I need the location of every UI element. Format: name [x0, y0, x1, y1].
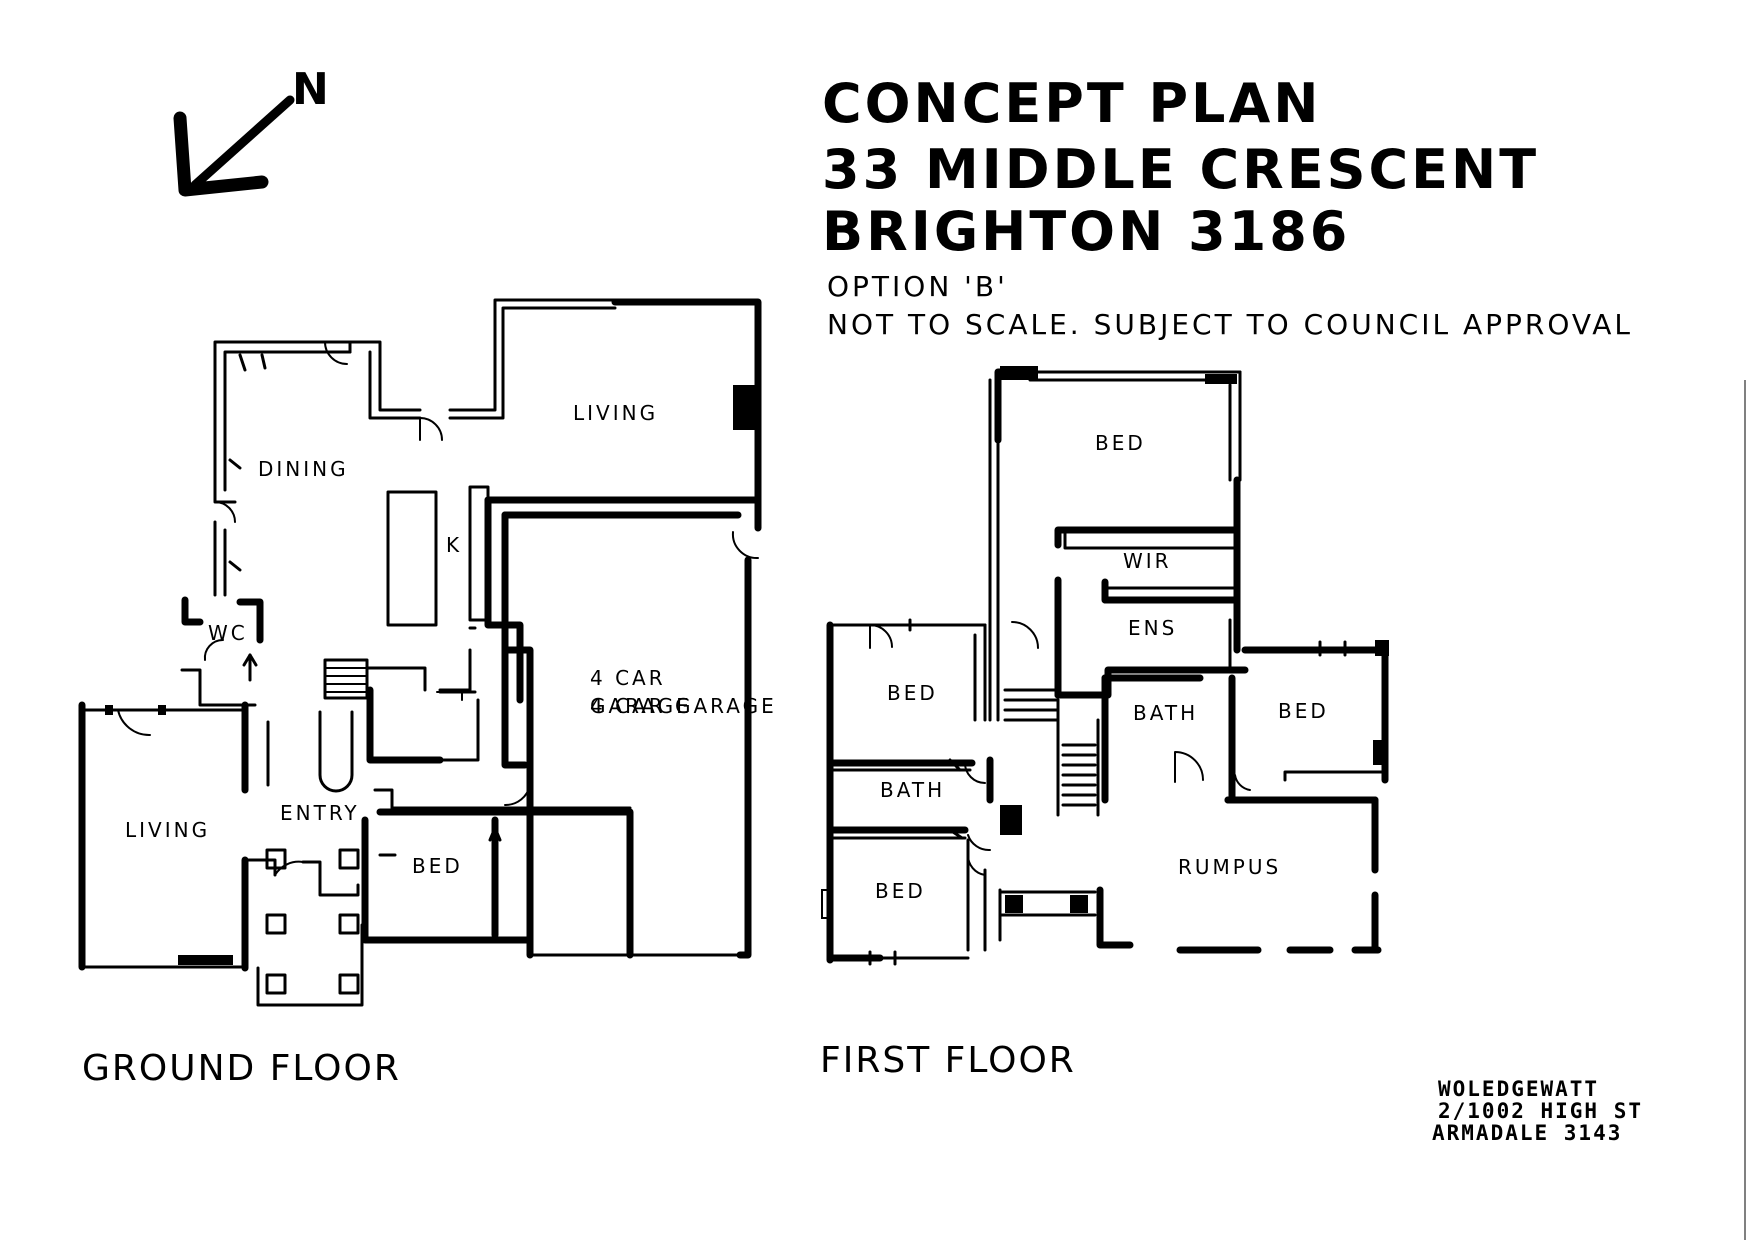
first-floor-plan	[821, 366, 1389, 966]
title-line-2: 33 MIDDLE CRESCENT	[822, 138, 1539, 201]
ff-bed-bottom-label: BED	[875, 879, 926, 903]
architect-address: 2/1002 HIGH ST	[1438, 1099, 1643, 1123]
ground-stair	[318, 658, 427, 793]
ff-bed-top-label: BED	[1095, 431, 1146, 455]
ff-wir-label: WIR	[1123, 549, 1172, 573]
ground-floor-label: GROUND FLOOR	[82, 1048, 401, 1089]
ff-bed-right-label: BED	[1278, 699, 1329, 723]
gf-garage-label-1: 4 CAR	[590, 666, 666, 690]
north-label: N	[292, 64, 329, 115]
architect-name: WOLEDGEWATT	[1438, 1077, 1599, 1101]
ff-bath-center-label: BATH	[1133, 701, 1198, 725]
ff-bed-left-label: BED	[887, 681, 938, 705]
first-floor-stair-2	[1056, 698, 1100, 817]
gf-entry-label: ENTRY	[280, 801, 360, 825]
ff-ens-label: ENS	[1128, 616, 1177, 640]
balcony	[998, 888, 1097, 942]
gf-kitchen-label: K	[446, 533, 462, 557]
ground-floor-plan	[78, 298, 762, 1007]
ff-rumpus-label: RUMPUS	[1178, 855, 1281, 879]
gf-garage-label: 4 CAR GARAGE	[590, 694, 777, 718]
architect-suburb: ARMADALE 3143	[1432, 1121, 1622, 1145]
gf-living-lower-label: LIVING	[125, 818, 210, 842]
scale-approval-note: NOT TO SCALE. SUBJECT TO COUNCIL APPROVA…	[827, 308, 1633, 341]
title-line-1: CONCEPT PLAN	[822, 72, 1321, 135]
gf-wc-label: WC	[208, 621, 248, 645]
first-floor-stair-1	[1003, 621, 1060, 722]
gf-bed-label: BED	[412, 854, 463, 878]
porch-columns	[265, 848, 360, 995]
title-line-3: BRIGHTON 3186	[822, 200, 1350, 263]
first-floor-label: FIRST FLOOR	[820, 1040, 1076, 1081]
north-arrow-icon	[173, 95, 295, 197]
ff-bath-left-label: BATH	[880, 778, 945, 802]
gf-dining-label: DINING	[258, 457, 349, 481]
gf-garage-label-2: GARAGE	[590, 694, 692, 718]
gf-living-upper-label: LIVING	[573, 401, 658, 425]
option-label: OPTION 'B'	[827, 270, 1008, 303]
